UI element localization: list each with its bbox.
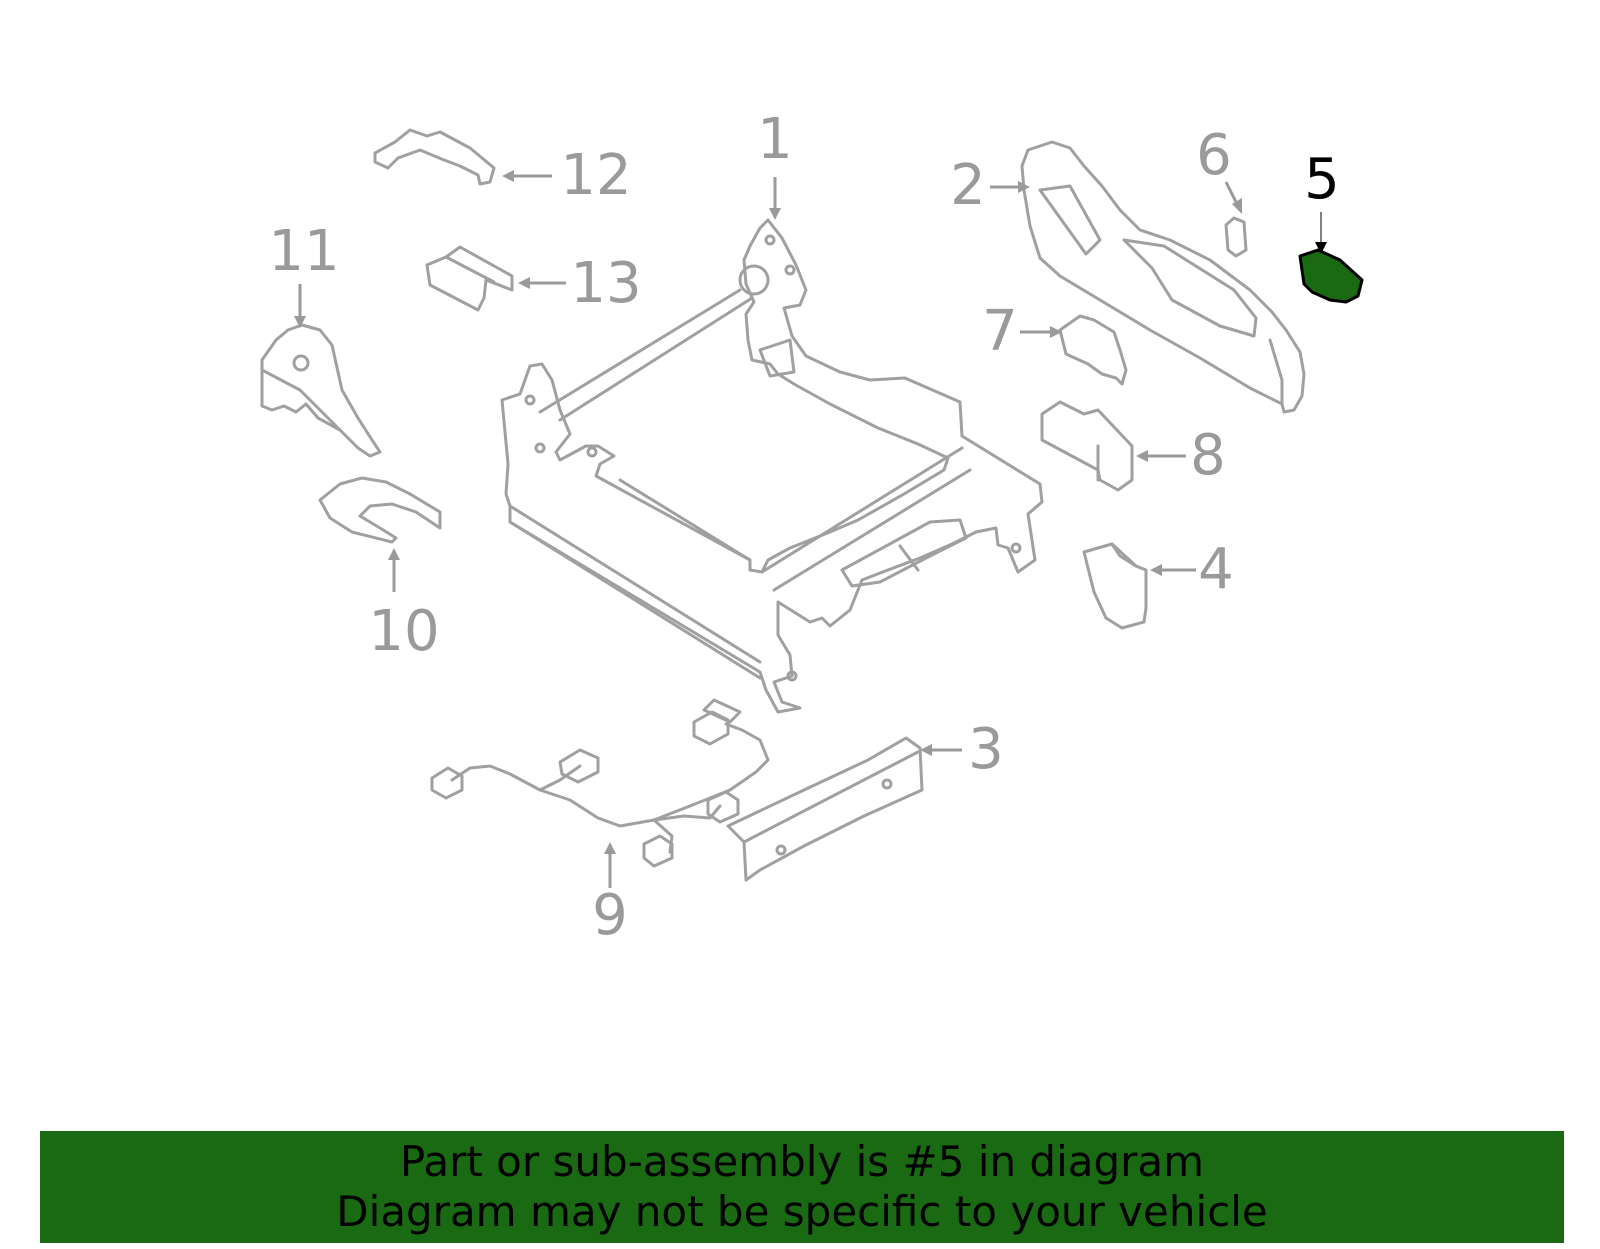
part-5-highlighted <box>1298 248 1364 304</box>
part-6 <box>1224 216 1248 258</box>
part-1 <box>500 218 1044 714</box>
part-7 <box>1058 314 1128 386</box>
callout-6: 6 <box>1196 123 1232 188</box>
callout-12: 12 <box>560 143 631 208</box>
callout-3: 3 <box>968 717 1004 782</box>
callout-2: 2 <box>950 153 986 218</box>
part-13 <box>425 245 514 312</box>
callout-8: 8 <box>1190 423 1226 488</box>
part-3 <box>726 736 924 882</box>
parts-diagram: 1 2 3 4 5 6 7 8 9 10 11 12 13 <box>260 107 1364 948</box>
banner-line-disclaimer: Diagram may not be specific to your vehi… <box>336 1187 1268 1236</box>
banner-line-part: Part or sub-assembly is #5 in diagram <box>399 1137 1205 1186</box>
notice-banner: Part or sub-assembly is #5 in diagram Di… <box>40 1131 1564 1243</box>
callout-5: 5 <box>1304 147 1340 212</box>
part-12 <box>373 128 496 186</box>
callout-13: 13 <box>570 251 641 316</box>
callout-9: 9 <box>592 883 628 948</box>
part-9 <box>430 698 770 868</box>
callout-arrows <box>294 170 1327 888</box>
callout-4: 4 <box>1198 537 1234 602</box>
part-10 <box>318 476 442 544</box>
part-4 <box>1082 542 1148 630</box>
part-2 <box>1020 140 1306 414</box>
part-8 <box>1040 400 1134 492</box>
part-5 <box>1298 248 1364 304</box>
part-11 <box>260 323 382 458</box>
callout-1: 1 <box>757 107 793 172</box>
callout-11: 11 <box>268 219 339 284</box>
callout-7: 7 <box>982 299 1018 364</box>
callout-10: 10 <box>368 599 439 664</box>
